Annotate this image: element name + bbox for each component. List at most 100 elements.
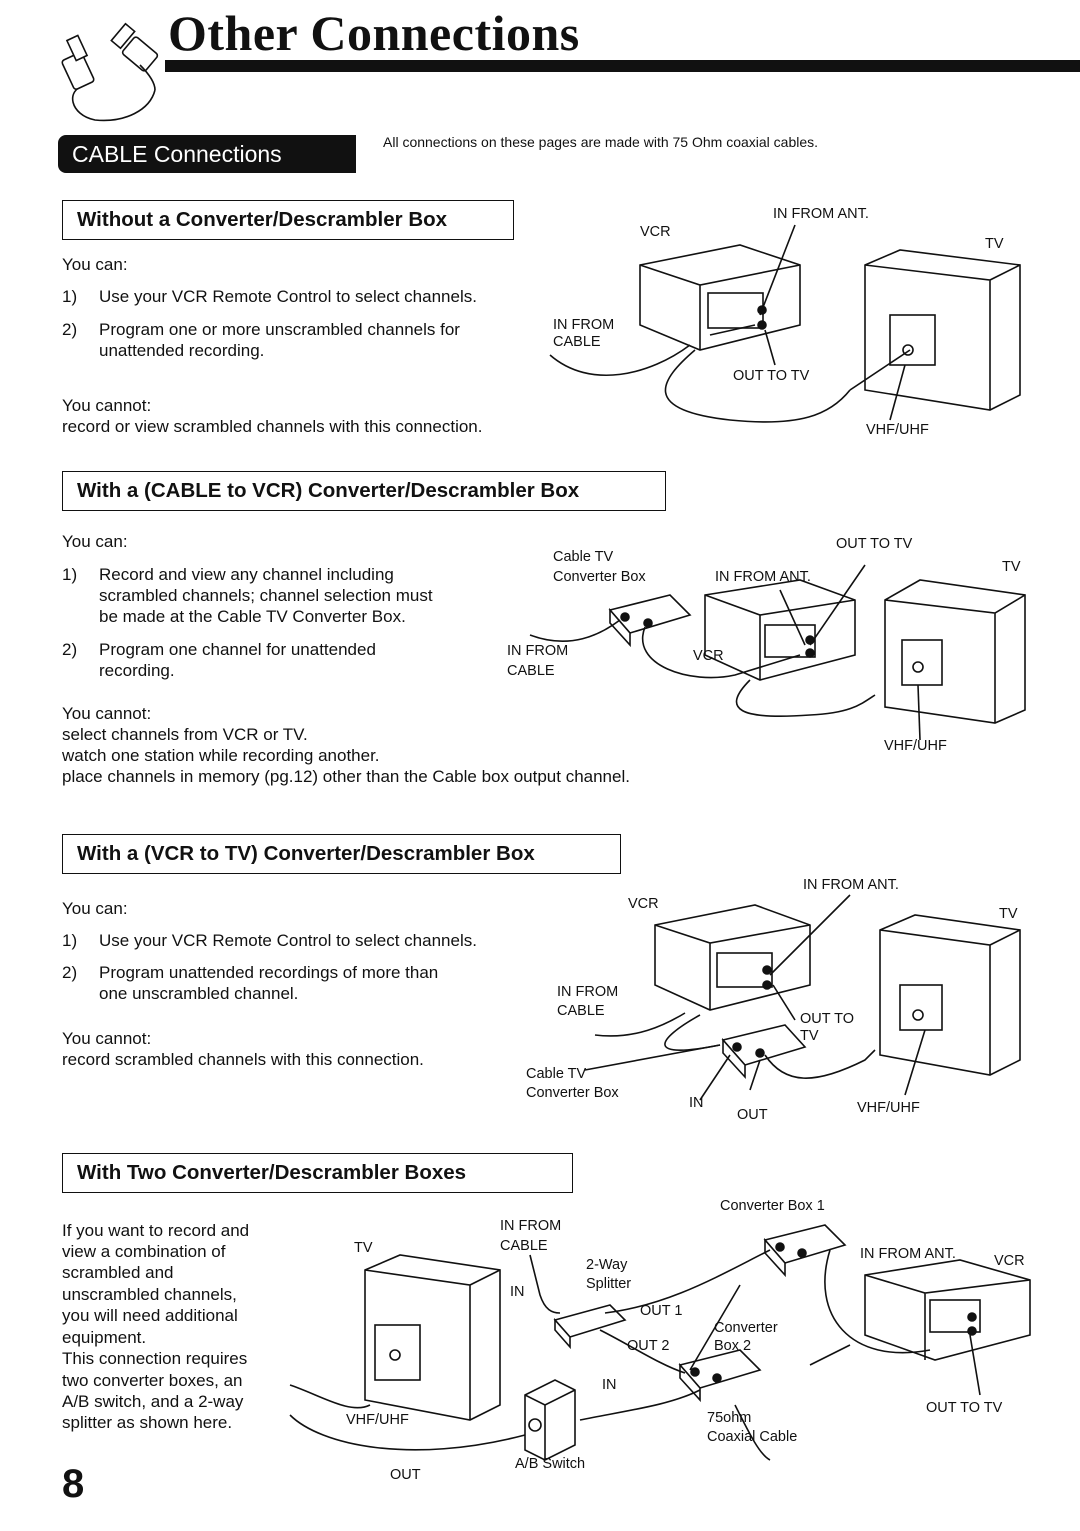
item-line: Program one or more unscrambled channels… <box>99 320 460 339</box>
cable-connector-icon <box>61 22 159 122</box>
cannot-line: select channels from VCR or TV. <box>62 725 308 744</box>
vcr-label: VCR <box>628 896 659 912</box>
section-badge: CABLE Connections <box>58 135 356 173</box>
converter-box-illustration <box>608 594 692 648</box>
you-cannot-label: You cannot: <box>62 1029 152 1048</box>
item-line: recording. <box>99 661 175 680</box>
tv-label: TV <box>800 1028 819 1044</box>
vcr-illustration <box>639 244 801 351</box>
ohm-label: 75ohm <box>707 1410 752 1426</box>
section-heading: Without a Converter/Descrambler Box <box>62 200 514 240</box>
splitter-label: Splitter <box>586 1276 632 1292</box>
ab-switch-illustration <box>524 1379 576 1461</box>
item-line: be made at the Cable TV Converter Box. <box>99 607 406 626</box>
item-line: Record and view any channel including <box>99 565 394 584</box>
paragraph-line: scrambled and <box>62 1263 174 1282</box>
item-number: 2) <box>62 640 78 659</box>
cannot-line: record or view scrambled channels with t… <box>62 417 483 436</box>
converter-box-label: Converter Box <box>526 1085 619 1101</box>
out-label: OUT <box>737 1107 768 1123</box>
tv-label: TV <box>999 906 1018 922</box>
connection-diagram <box>549 224 1021 423</box>
item-line: scrambled channels; channel selection mu… <box>99 586 433 605</box>
item-number: 1) <box>62 565 78 584</box>
section-heading: With a (VCR to TV) Converter/Descrambler… <box>62 834 621 874</box>
vcr-label: VCR <box>640 224 671 240</box>
you-can-label: You can: <box>62 899 128 918</box>
coaxial-cable-label: Coaxial Cable <box>707 1429 798 1445</box>
in-from-ant-label: IN FROM ANT. <box>803 877 899 893</box>
cable-tv-label: Cable TV <box>526 1066 587 1082</box>
vcr-illustration <box>704 579 856 681</box>
you-can-label: You can: <box>62 255 128 274</box>
out-label: OUT <box>390 1467 421 1483</box>
in-from-label: IN FROM <box>500 1218 562 1234</box>
paragraph-line: A/B switch, and a 2-way <box>62 1392 244 1411</box>
cable-label: CABLE <box>507 663 555 679</box>
out-to-tv-label: OUT TO TV <box>836 536 913 552</box>
in-from-ant-label: IN FROM ANT. <box>860 1246 956 1262</box>
tv-label: TV <box>1002 559 1021 575</box>
box2-label: Box 2 <box>714 1338 752 1354</box>
tv-label: TV <box>354 1240 373 1256</box>
cable-note: All connections on these pages are made … <box>383 134 819 150</box>
out-to-tv-label: OUT TO TV <box>926 1400 1003 1416</box>
vcr-label: VCR <box>994 1253 1025 1269</box>
page-title: Other Connections <box>168 5 580 61</box>
section-heading: With Two Converter/Descrambler Boxes <box>62 1153 573 1193</box>
you-can-label: You can: <box>62 532 128 551</box>
vhf-uhf-label: VHF/UHF <box>857 1100 920 1116</box>
cable-label: CABLE <box>557 1003 605 1019</box>
in2-label: IN <box>602 1377 617 1393</box>
vcr-label: VCR <box>693 648 724 664</box>
item-line: unattended recording. <box>99 341 265 360</box>
in-from-ant-label: IN FROM ANT. <box>773 206 869 222</box>
vhf-uhf-label: VHF/UHF <box>866 422 929 438</box>
connection-diagram <box>584 894 1021 1101</box>
tv-illustration <box>364 1254 501 1421</box>
connection-diagram <box>529 564 1026 741</box>
page-number: 8 <box>62 1462 85 1506</box>
in-from-label: IN FROM <box>507 643 569 659</box>
paragraph-line: view a combination of <box>62 1242 226 1261</box>
paragraph-line: This connection requires <box>62 1349 248 1368</box>
vhf-uhf-label: VHF/UHF <box>346 1412 409 1428</box>
converter-box-1-illustration <box>763 1224 847 1278</box>
title-rule <box>165 60 1080 72</box>
converter-label: Converter <box>714 1320 778 1336</box>
tv-illustration <box>864 249 1021 411</box>
out1-label: OUT 1 <box>640 1303 683 1319</box>
ab-switch-label: A/B Switch <box>515 1456 586 1472</box>
converter-box-label: Converter Box <box>553 569 646 585</box>
item-number: 1) <box>62 931 78 950</box>
in-from-ant-label: IN FROM ANT. <box>715 569 811 585</box>
paragraph-line: you will need additional <box>62 1306 238 1325</box>
tv-label: TV <box>985 236 1004 252</box>
paragraph-line: equipment. <box>62 1328 147 1347</box>
converter-box-1-label: Converter Box 1 <box>720 1198 825 1214</box>
converter-box-illustration <box>721 1024 807 1080</box>
cable-tv-label: Cable TV <box>553 549 614 565</box>
item-number: 2) <box>62 320 78 339</box>
vcr-illustration <box>654 904 811 1011</box>
you-cannot-label: You cannot: <box>62 704 152 723</box>
item-number: 2) <box>62 963 78 982</box>
item-line: Program unattended recordings of more th… <box>99 963 439 982</box>
in-label: IN <box>510 1284 525 1300</box>
vhf-uhf-label: VHF/UHF <box>884 738 947 754</box>
out2-label: OUT 2 <box>627 1338 670 1354</box>
two-way-label: 2-Way <box>586 1257 628 1273</box>
in-from-label: IN FROM <box>557 984 619 1000</box>
cannot-line: place channels in memory (pg.12) other t… <box>62 767 630 786</box>
you-cannot-label: You cannot: <box>62 396 152 415</box>
cannot-line: watch one station while recording anothe… <box>62 746 380 765</box>
converter-box-2-illustration <box>678 1349 762 1403</box>
out-to-label: OUT TO <box>800 1011 854 1027</box>
tv-illustration <box>884 579 1026 724</box>
paragraph-line: If you want to record and <box>62 1221 250 1240</box>
in-from-label: IN FROM <box>553 317 615 333</box>
section-heading: With a (CABLE to VCR) Converter/Descramb… <box>62 471 666 511</box>
item-line: Use your VCR Remote Control to select ch… <box>99 287 477 306</box>
item-line: Program one channel for unattended <box>99 640 376 659</box>
paragraph-line: splitter as shown here. <box>62 1413 233 1432</box>
